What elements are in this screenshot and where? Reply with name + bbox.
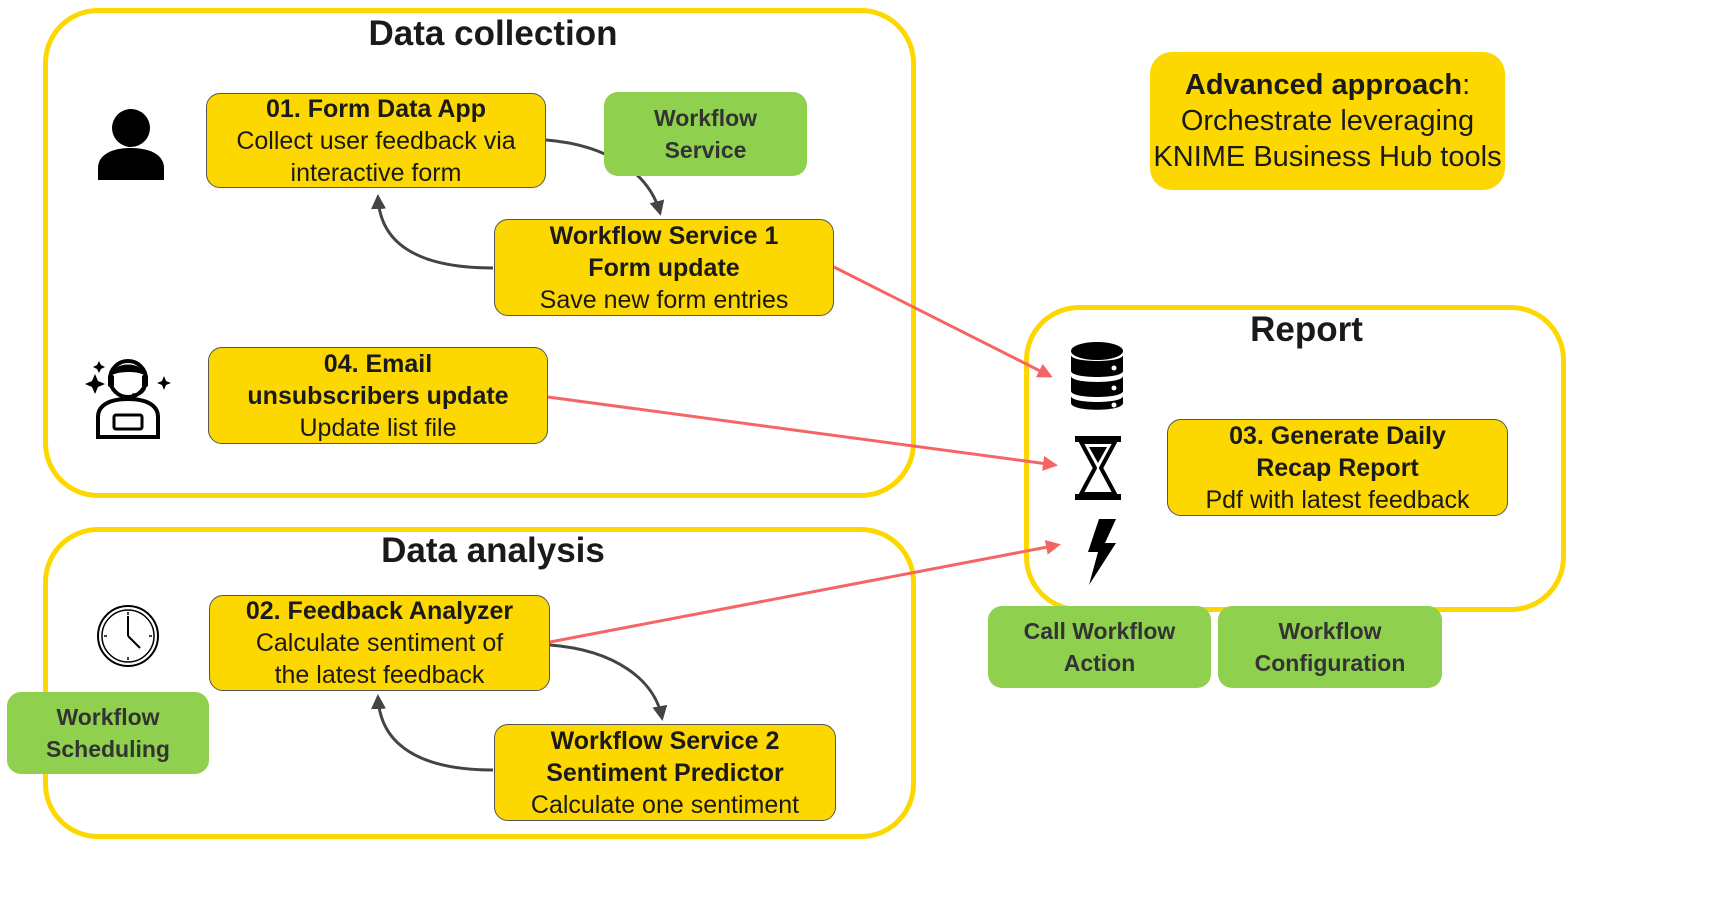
call-workflow-action-tool[interactable]: Call Workflow Action	[988, 606, 1211, 688]
recap-title-line1: 03. Generate Daily	[1229, 421, 1446, 450]
hourglass-icon	[1075, 436, 1121, 500]
advanced-line1: Advanced approach:	[1185, 67, 1470, 103]
ws2-desc: Calculate one sentiment	[530, 790, 800, 819]
arrow-ws2-to-analyzer	[371, 694, 494, 772]
data-collection-group	[43, 8, 916, 498]
workflow-configuration-line1: Workflow	[1278, 618, 1382, 644]
recap-desc: Pdf with latest feedback	[1205, 485, 1470, 514]
advanced-line2: Orchestrate leveraging	[1180, 105, 1475, 137]
arrow-analyzer-to-trigger	[549, 539, 1061, 644]
data-analysis-group	[43, 527, 916, 839]
workflow-configuration-tool[interactable]: Workflow Configuration	[1218, 606, 1442, 688]
support-agent-icon	[85, 359, 171, 439]
advanced-line3: KNIME Business Hub tools	[1153, 141, 1502, 173]
ws1-desc: Save new form entries	[539, 285, 789, 314]
workflow-service-tool[interactable]: Workflow Service	[604, 92, 807, 176]
ws1-title-line1: Workflow Service 1	[549, 221, 779, 250]
data-analysis-title: Data analysis	[381, 531, 605, 570]
advanced-colon: :	[1462, 69, 1471, 101]
call-workflow-action-line2: Action	[1063, 650, 1136, 676]
arrow-analyzer-to-ws2	[549, 643, 668, 721]
arrow-ws1-to-form	[371, 194, 494, 270]
email-title-line2: unsubscribers update	[247, 381, 509, 410]
workflow-scheduling-tool[interactable]: Workflow Scheduling	[7, 692, 209, 774]
workflow-service-2-node[interactable]: Workflow Service 2 Sentiment Predictor C…	[494, 724, 836, 821]
clock-icon	[97, 605, 159, 667]
lightning-icon	[1088, 519, 1116, 585]
workflow-scheduling-line1: Workflow	[56, 704, 160, 730]
ws2-title-line2: Sentiment Predictor	[546, 758, 784, 787]
form-data-app-title: 01. Form Data App	[266, 94, 486, 123]
recap-title-line2: Recap Report	[1256, 453, 1419, 482]
workflow-service-line1: Workflow	[653, 105, 758, 131]
arrow-ws1-to-database	[833, 265, 1053, 378]
report-title: Report	[1250, 310, 1363, 349]
ws2-title-line1: Workflow Service 2	[550, 726, 780, 755]
email-desc: Update list file	[299, 413, 457, 442]
workflow-service-line2: Service	[664, 137, 747, 163]
arrow-email-to-hourglass	[547, 395, 1058, 471]
call-workflow-action-line1: Call Workflow	[1023, 618, 1176, 644]
advanced-bold: Advanced approach	[1184, 69, 1463, 101]
analyzer-desc: Calculate sentiment of the latest feedba…	[255, 629, 504, 689]
form-data-app-node[interactable]: 01. Form Data App Collect user feedback …	[206, 93, 546, 188]
workflow-service-1-node[interactable]: Workflow Service 1 Form update Save new …	[494, 219, 834, 316]
data-collection-title: Data collection	[368, 14, 618, 53]
feedback-analyzer-node[interactable]: 02. Feedback Analyzer Calculate sentimen…	[209, 595, 550, 691]
workflow-scheduling-line2: Scheduling	[46, 736, 170, 762]
daily-recap-report-node[interactable]: 03. Generate Daily Recap Report Pdf with…	[1167, 419, 1508, 516]
ws1-title-line2: Form update	[588, 253, 740, 282]
workflow-configuration-line2: Configuration	[1254, 650, 1406, 676]
analyzer-title: 02. Feedback Analyzer	[245, 597, 514, 625]
email-unsubscribers-node[interactable]: 04. Email unsubscribers update Update li…	[208, 347, 548, 444]
advanced-approach-note: Advanced approach: Orchestrate leveragin…	[1150, 52, 1505, 190]
user-icon	[98, 109, 164, 180]
email-title-line1: 04. Email	[323, 349, 433, 378]
database-icon	[1071, 342, 1123, 410]
form-data-app-desc: Collect user feedback via interactive fo…	[236, 126, 516, 187]
